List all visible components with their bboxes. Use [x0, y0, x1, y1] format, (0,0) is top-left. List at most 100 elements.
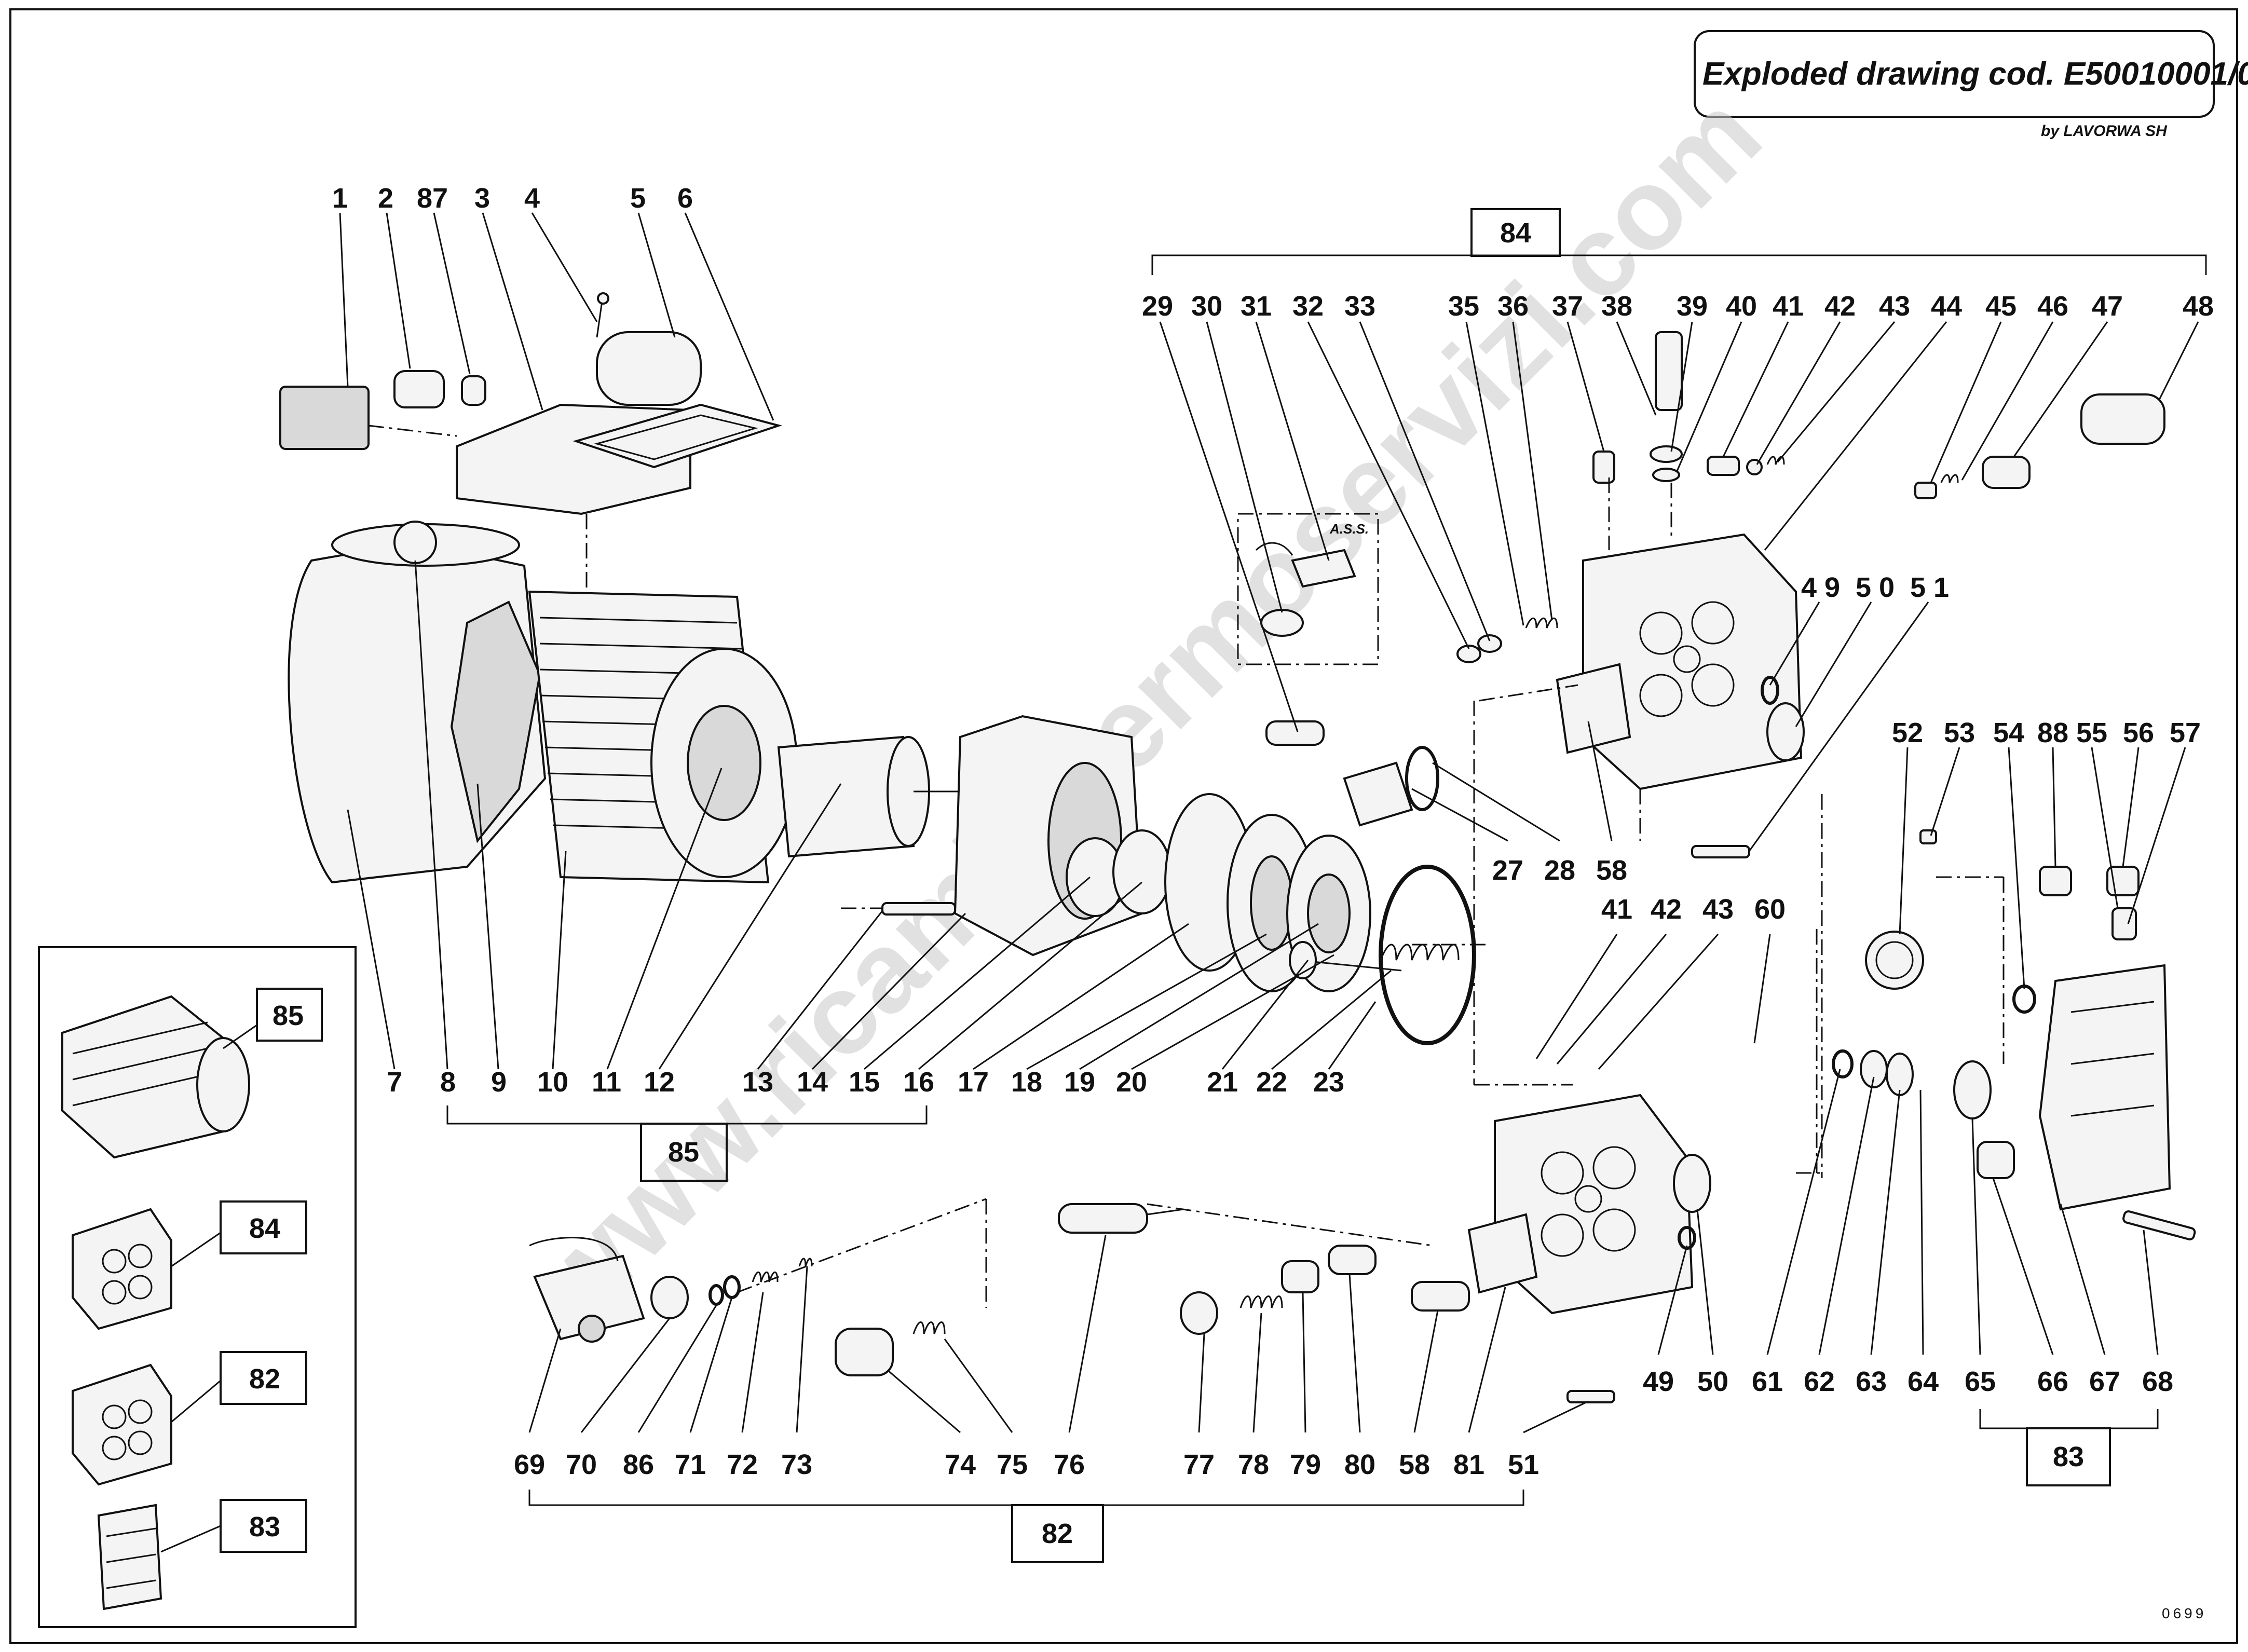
callout-40: 40 [1726, 291, 1757, 322]
callout-36: 36 [1497, 291, 1529, 322]
callout-43-upper: 43 [1879, 291, 1910, 322]
callout-63: 63 [1856, 1366, 1887, 1397]
callout-46: 46 [2037, 291, 2068, 322]
callout-65: 65 [1965, 1366, 1996, 1397]
drawing-code: 0699 [2162, 1605, 2206, 1621]
bracket-83: 83 [1979, 1409, 2159, 1486]
callout-50-upper: 5 0 [1856, 572, 1895, 603]
callout-66: 66 [2037, 1366, 2068, 1397]
callout-32: 32 [1292, 291, 1324, 322]
callout-31: 31 [1241, 291, 1272, 322]
callout-57: 57 [2170, 717, 2201, 748]
bracket-85: 85 [446, 1105, 928, 1182]
callout-77: 77 [1183, 1449, 1215, 1480]
callout-23: 23 [1313, 1067, 1344, 1098]
title-block: Exploded drawing cod. E50010001/02 by LA… [1694, 30, 2248, 140]
pump-head-illustration: A.S.S. [1237, 331, 2165, 858]
callout-11: 11 [592, 1067, 621, 1098]
callout-20: 20 [1116, 1067, 1147, 1098]
callout-45: 45 [1985, 291, 2017, 322]
callout-61: 61 [1752, 1366, 1783, 1397]
head-82-illustration [529, 1094, 1711, 1403]
group-box-85: 85 [668, 1137, 699, 1168]
callout-80: 80 [1344, 1449, 1375, 1480]
callout-2: 2 [378, 183, 393, 214]
drawing-byline: by LAVORWA SH [2041, 122, 2168, 140]
group-box-83: 83 [2053, 1441, 2084, 1472]
callout-68: 68 [2142, 1366, 2173, 1397]
bracket-82: 82 [528, 1490, 1524, 1563]
callout-7: 7 [387, 1067, 402, 1098]
callout-33: 33 [1344, 291, 1375, 322]
callout-5: 5 [630, 183, 646, 214]
callout-75: 75 [997, 1449, 1028, 1480]
bracket-84: 84 [1151, 208, 2207, 275]
callout-28: 28 [1544, 855, 1575, 886]
callout-18: 18 [1011, 1067, 1042, 1098]
drawing-title: Exploded drawing cod. E50010001/02 [1702, 56, 2248, 92]
callout-49-upper: 4 9 [1801, 572, 1840, 603]
callout-88: 88 [2037, 717, 2068, 748]
callout-19: 19 [1064, 1067, 1095, 1098]
callout-42-upper: 42 [1824, 291, 1856, 322]
callout-37: 37 [1552, 291, 1583, 322]
callout-39: 39 [1677, 291, 1708, 322]
page-frame [9, 8, 2238, 1644]
callout-50-lower: 50 [1697, 1366, 1728, 1397]
inset-83: 83 [249, 1511, 280, 1542]
callout-42-lower: 42 [1651, 894, 1682, 925]
callout-3: 3 [474, 183, 490, 214]
callout-43-lower: 43 [1702, 894, 1734, 925]
callout-81: 81 [1453, 1449, 1484, 1480]
callout-17: 17 [958, 1067, 989, 1098]
callout-13: 13 [742, 1067, 773, 1098]
inset-82: 82 [249, 1363, 280, 1395]
callout-70: 70 [566, 1449, 597, 1480]
callout-69: 69 [514, 1449, 545, 1480]
callout-76: 76 [1054, 1449, 1085, 1480]
callout-14: 14 [797, 1067, 828, 1098]
callout-71: 71 [675, 1449, 706, 1480]
callout-9: 9 [491, 1067, 507, 1098]
callout-58-upper: 58 [1596, 855, 1627, 886]
callout-78: 78 [1238, 1449, 1269, 1480]
callout-8: 8 [440, 1067, 456, 1098]
callout-10: 10 [537, 1067, 568, 1098]
callout-73: 73 [781, 1449, 812, 1480]
callout-4: 4 [524, 183, 540, 214]
callout-1: 1 [332, 183, 348, 214]
callout-79: 79 [1290, 1449, 1321, 1480]
callout-21: 21 [1207, 1067, 1238, 1098]
callout-62: 62 [1804, 1366, 1835, 1397]
motor-illustration [279, 292, 1490, 1045]
callout-22: 22 [1256, 1067, 1287, 1098]
callout-53: 53 [1944, 717, 1975, 748]
callout-49-lower: 49 [1643, 1366, 1674, 1397]
ass-label: A.S.S. [1329, 521, 1369, 537]
group-box-82: 82 [1042, 1518, 1073, 1549]
callout-64: 64 [1908, 1366, 1939, 1397]
callout-55: 55 [2076, 717, 2107, 748]
callout-12: 12 [644, 1067, 675, 1098]
group-box-84: 84 [1500, 217, 1531, 249]
callout-60: 60 [1754, 894, 1786, 925]
head-83-illustration [1816, 829, 2196, 1240]
callout-51-upper: 5 1 [1910, 572, 1949, 603]
callout-27: 27 [1492, 855, 1523, 886]
callout-44: 44 [1931, 291, 1962, 322]
callout-41-lower: 41 [1601, 894, 1632, 925]
callout-58-lower: 58 [1399, 1449, 1430, 1480]
callout-41-upper: 41 [1773, 291, 1804, 322]
leader-lines [339, 212, 2199, 1433]
callout-56: 56 [2123, 717, 2154, 748]
callout-35: 35 [1448, 291, 1479, 322]
callout-6: 6 [677, 183, 693, 214]
inset-84: 84 [249, 1213, 280, 1244]
callout-30: 30 [1191, 291, 1222, 322]
callout-47: 47 [2092, 291, 2123, 322]
callout-74: 74 [945, 1449, 976, 1480]
callout-16: 16 [903, 1067, 934, 1098]
inset-legend: 85 84 82 83 [38, 946, 357, 1628]
callout-52: 52 [1892, 717, 1923, 748]
